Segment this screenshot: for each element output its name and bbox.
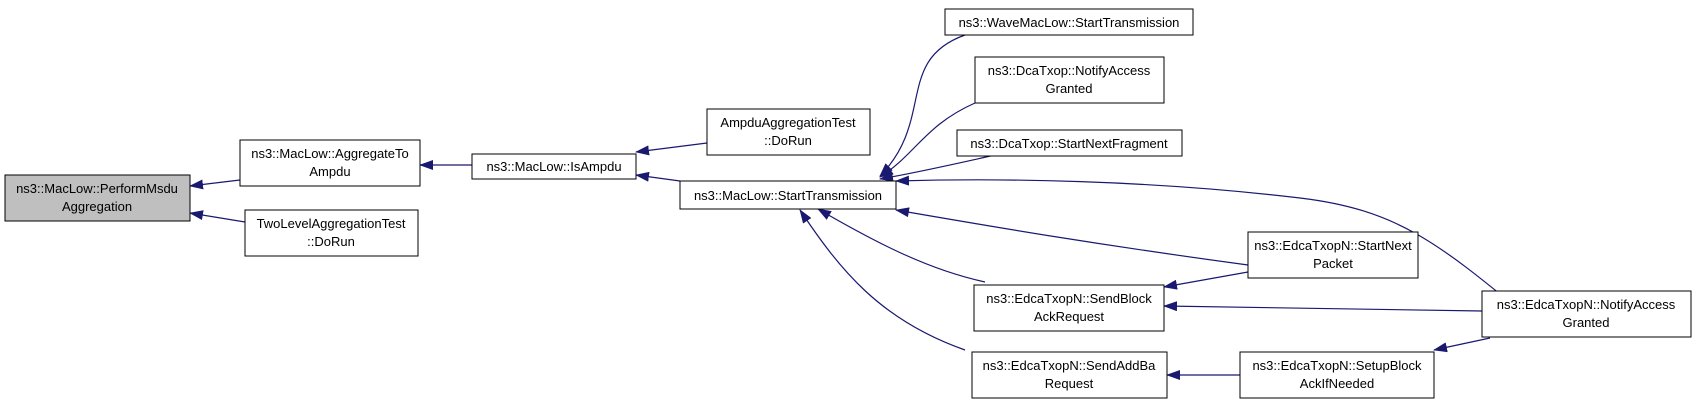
node-label-line: ns3::EdcaTxopN::SendAddBa: [983, 358, 1156, 373]
node-label-line: Packet: [1313, 256, 1353, 271]
node-label-line: TwoLevelAggregationTest: [257, 216, 406, 231]
node-edca-start-next-packet[interactable]: ns3::EdcaTxopN::StartNext Packet: [1247, 231, 1419, 279]
edge-dcanext-to-starttx: [879, 154, 996, 182]
node-wave-start-transmission[interactable]: ns3::WaveMacLow::StartTransmission: [944, 8, 1194, 36]
node-label-line: ns3::MacLow::AggregateTo: [251, 146, 409, 161]
node-label-line: ::DoRun: [764, 133, 812, 148]
node-label-line: ns3::WaveMacLow::StartTransmission: [959, 15, 1180, 30]
node-label-line: Ampdu: [309, 164, 350, 179]
node-label-line: ns3::DcaTxop::StartNextFragment: [970, 136, 1168, 151]
edge-wave-to-starttx: [879, 34, 966, 177]
node-edca-send-block-ack-request[interactable]: ns3::EdcaTxopN::SendBlock AckRequest: [973, 284, 1165, 332]
edge-edcasendblock-to-starttx: [817, 208, 986, 283]
node-edca-send-addba-request[interactable]: ns3::EdcaTxopN::SendAddBa Request: [971, 351, 1168, 399]
edge-ampdutest-to-isampdu: [635, 142, 708, 156]
node-dca-start-next-fragment[interactable]: ns3::DcaTxop::StartNextFragment: [956, 129, 1183, 157]
node-label-line: Granted: [1563, 315, 1610, 330]
edge-dcanotify-to-starttx: [879, 102, 976, 178]
edge-edcastartnext-to-edcasendblock: [1163, 271, 1249, 290]
node-aggregate-to-ampdu[interactable]: ns3::MacLow::AggregateTo Ampdu: [239, 139, 421, 187]
edge-aggregate-to-perform: [189, 179, 241, 190]
node-edca-setup-block-ack-if-needed[interactable]: ns3::EdcaTxopN::SetupBlock AckIfNeeded: [1239, 351, 1435, 399]
node-label-line: AmpduAggregationTest: [720, 115, 856, 130]
node-perform-msdu-aggregation[interactable]: ns3::MacLow::PerformMsdu Aggregation: [4, 174, 191, 222]
node-label-line: ns3::EdcaTxopN::SetupBlock: [1252, 358, 1422, 373]
node-two-level-aggregation-test[interactable]: TwoLevelAggregationTest ::DoRun: [244, 209, 419, 257]
node-label-line: ns3::MacLow::StartTransmission: [694, 188, 882, 203]
edge-twolevel-to-perform: [189, 210, 246, 223]
node-label-line: ns3::MacLow::IsAmpdu: [486, 159, 621, 174]
node-dca-notify-access-granted[interactable]: ns3::DcaTxop::NotifyAccess Granted: [974, 56, 1165, 104]
edge-starttx-to-isampdu: [635, 171, 681, 182]
node-label-line: ns3::DcaTxop::NotifyAccess: [988, 63, 1151, 78]
node-edca-notify-access-granted[interactable]: ns3::EdcaTxopN::NotifyAccess Granted: [1481, 290, 1692, 338]
node-label-line: AckIfNeeded: [1300, 376, 1374, 391]
node-label-line: ns3::EdcaTxopN::NotifyAccess: [1497, 297, 1676, 312]
node-label-line: AckRequest: [1034, 309, 1104, 324]
node-start-transmission[interactable]: ns3::MacLow::StartTransmission: [679, 180, 897, 210]
node-label-line: ::DoRun: [307, 234, 355, 249]
nodes: ns3::MacLow::PerformMsdu Aggregation ns3…: [4, 8, 1692, 399]
node-label-line: Aggregation: [62, 199, 132, 214]
node-label-line: Granted: [1046, 81, 1093, 96]
edge-edcastartnext-to-starttx: [895, 207, 1249, 266]
edge-edcanotify-to-edcasetup: [1433, 337, 1491, 353]
node-label-line: ns3::MacLow::PerformMsdu: [16, 181, 178, 196]
edges: [189, 34, 1533, 380]
edge-edcanotify-to-starttx: [895, 175, 1533, 321]
node-is-ampdu[interactable]: ns3::MacLow::IsAmpdu: [471, 153, 637, 180]
node-ampdu-aggregation-test[interactable]: AmpduAggregationTest ::DoRun: [706, 108, 871, 156]
node-label-line: ns3::EdcaTxopN::StartNext: [1254, 238, 1412, 253]
edge-edcanotify-to-edcasendblock: [1163, 301, 1483, 312]
node-label-line: ns3::EdcaTxopN::SendBlock: [986, 291, 1152, 306]
node-label-line: Request: [1045, 376, 1094, 391]
edge-edcasendaddba-to-starttx: [799, 209, 966, 351]
